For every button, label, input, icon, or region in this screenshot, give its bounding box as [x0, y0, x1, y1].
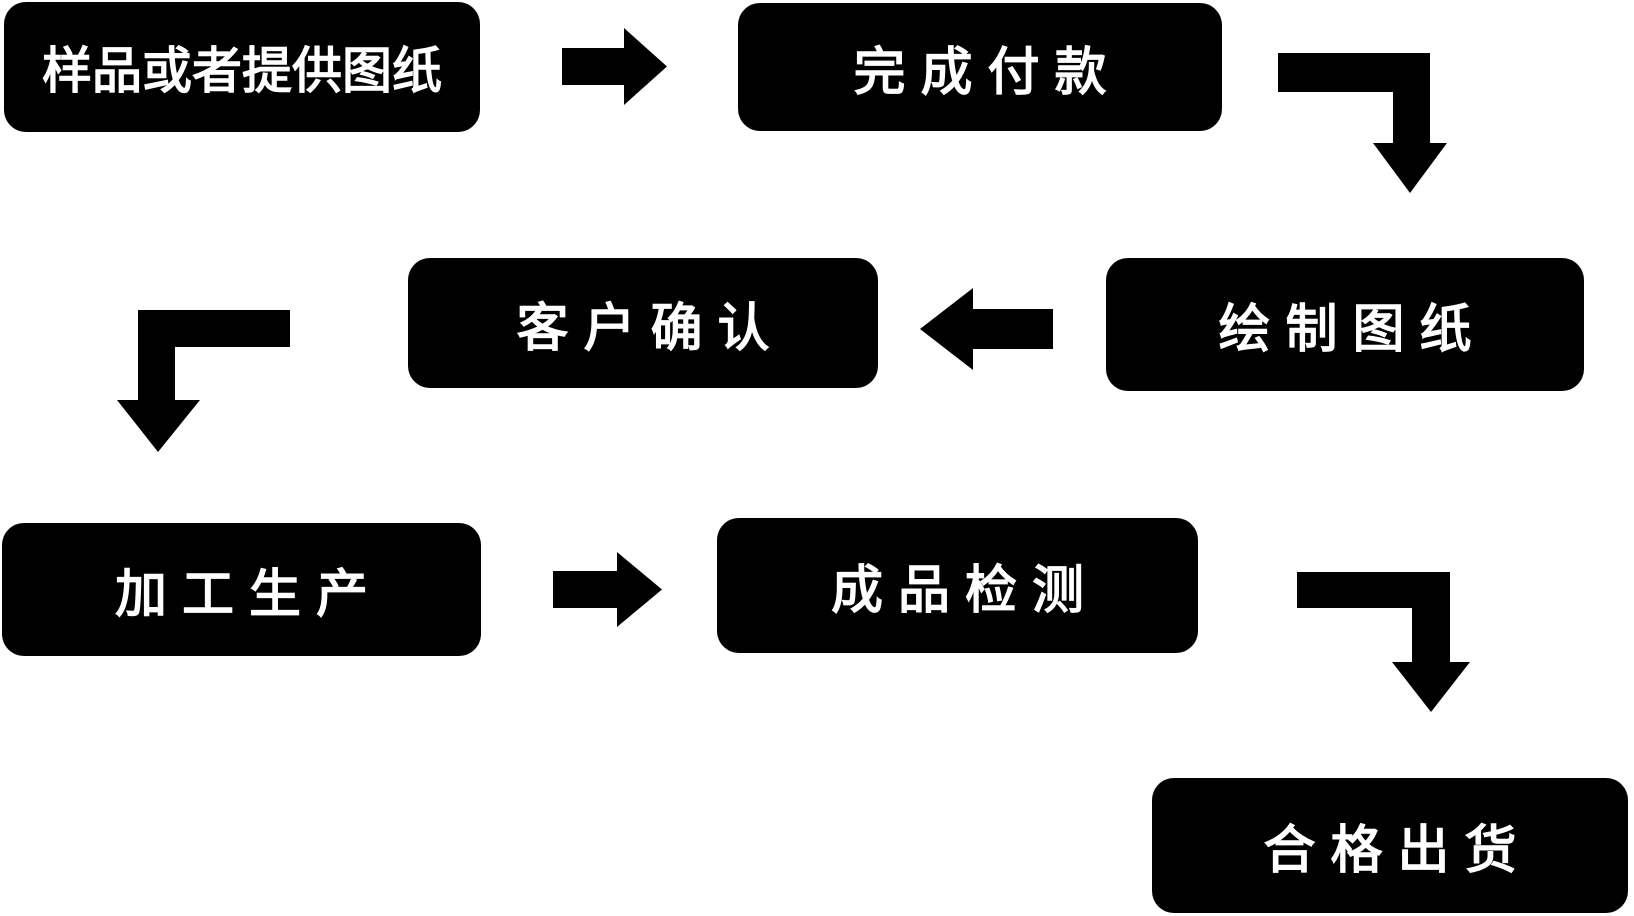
arrow-left-icon	[920, 288, 1053, 370]
node-draw-drawings: 绘制图纸	[1106, 258, 1584, 391]
elbow-arrow-down-right-icon	[1278, 53, 1447, 193]
node-qualified-shipment: 合格出货	[1152, 778, 1628, 913]
node-sample-or-provide-drawings: 样品或者提供图纸	[4, 2, 480, 132]
elbow-arrow-down-left-icon	[117, 310, 290, 452]
elbow-arrow-down-right-icon	[1297, 572, 1470, 712]
arrow-right-icon	[562, 28, 667, 105]
node-customer-confirmation: 客户确认	[408, 258, 878, 388]
arrow-right-icon	[553, 552, 662, 627]
node-processing-production: 加工生产	[2, 523, 481, 656]
node-finished-product-inspection: 成品检测	[717, 518, 1198, 653]
node-complete-payment: 完成付款	[738, 3, 1222, 131]
